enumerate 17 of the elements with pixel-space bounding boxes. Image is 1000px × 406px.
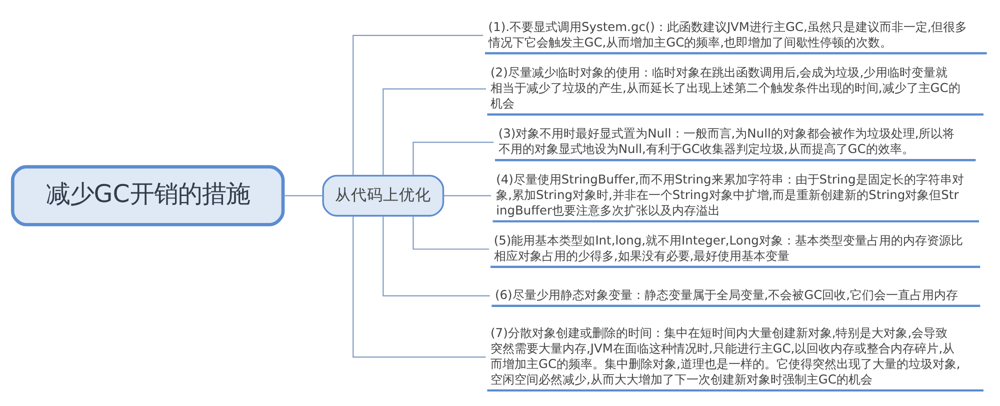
connector	[412, 141, 494, 176]
connector	[382, 88, 486, 176]
node-box: 减少GC开销的措施	[10, 164, 285, 226]
node-text: (6)尽量少用静态对象变量：静态变量属于全局变量,不会被GC回收,它们会一直占用内存	[494, 287, 958, 302]
connector	[443, 194, 492, 196]
node-text: (7)分散对象创建或删除的时间：集中在短时间内大量创建新对象,特别是大对象,会导致突然需要大量内存,JVM在面临这种情况时,只能进行主GC,以回收内存或整合内存碎片,从而增加主GC的频率。集中删除对象,道理也是一样的。它使得突然出现了大量的垃圾对象,空闲空间必然减少,从而大大增加了下一次创建新对象时强制主GC的机会	[490, 325, 960, 386]
connector	[412, 215, 490, 250]
connector	[352, 34, 484, 175]
node-text: (2)尽量减少临时对象的使用：临时对象在跳出函数调用后,会成为垃圾,少用临时变量就相当于减少了垃圾的产生,从而延长了出现上述第二个触发条件出现的时间,减少了主GC的机会	[490, 64, 960, 110]
node-text: (5)能用基本类型如Int,long,就不用Integer,Long对象：基本类型变量占用的内存资源比相应对象占用的少得多,如果没有必要,最好使用基本变量	[494, 232, 963, 263]
connector	[283, 194, 323, 196]
node-text: (1).不要显式调用System.gc()：此函数建议JVM进行主GC,虽然只是建议而非一定,但很多情况下它会触发主GC,从而增加主GC的频率,也即增加了间歇性停顿的次数。	[488, 19, 968, 49]
node-box: 从代码上优化	[322, 174, 444, 216]
connector	[352, 215, 486, 358]
node-text: (4)尽量使用StringBuffer,而不用String来累加字符串：由于String是固定长的字符串对象,累加String对象时,并非在一个String对象中扩增,而是重新创建新的String对象但StringBuffer也要注意多次扩张以及内存溢出	[496, 172, 964, 217]
connector	[382, 215, 490, 296]
node-text: (3)对象不用时最好显式置为Null：一般而言,为Null的对象都会被作为垃圾处理,所以将不用的对象显式地设为Null,有利于GC收集器判定垃圾,从而提高了GC的效率。	[498, 126, 955, 156]
